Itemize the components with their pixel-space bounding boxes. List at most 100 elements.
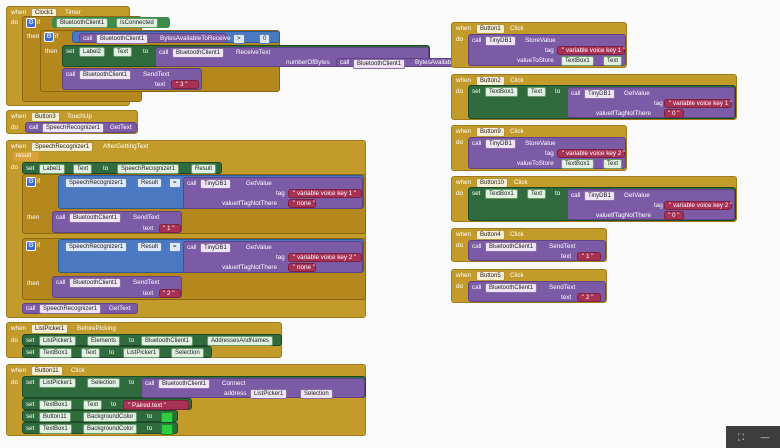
component-dropdown[interactable]: BluetoothClient1: [69, 213, 122, 223]
connect-call-block[interactable]: call BluetoothClient1 Connect address Li…: [141, 378, 365, 399]
call-block[interactable]: call BluetoothClient1 BytesAvailableToRe…: [79, 33, 231, 44]
property-dropdown[interactable]: Text: [603, 159, 623, 169]
text-string-block[interactable]: " none ": [288, 199, 316, 208]
component-dropdown[interactable]: SpeechRecognizer1: [65, 242, 128, 252]
component-dropdown[interactable]: TextBox1: [39, 424, 72, 434]
component-dropdown[interactable]: SpeechRecognizer1: [39, 304, 102, 314]
storevalue-call-block[interactable]: call TinyDB1 StoreValue tag " variable v…: [468, 137, 626, 169]
sendtext-call-block[interactable]: call BluetoothClient1 SendText text " 1 …: [52, 211, 182, 233]
component-dropdown[interactable]: SpeechRecognizer1: [65, 178, 128, 188]
gear-icon[interactable]: ⚙: [26, 177, 36, 187]
component-dropdown[interactable]: Button4: [476, 230, 505, 240]
property-dropdown[interactable]: IsConnected: [116, 18, 158, 28]
component-dropdown[interactable]: Button3: [31, 112, 60, 122]
component-dropdown[interactable]: TinyDB1: [485, 139, 516, 149]
component-dropdown[interactable]: TextBox1: [561, 56, 594, 66]
property-dropdown[interactable]: AddressesAndNames: [207, 336, 274, 346]
text-string-block[interactable]: " none ": [288, 263, 316, 272]
compare-block[interactable]: SpeechRecognizer1 Result = call TinyDB1 …: [58, 239, 364, 273]
button4-click-event-block[interactable]: when Button4 Click do call BluetoothClie…: [451, 228, 607, 262]
component-dropdown[interactable]: TextBox1: [39, 348, 72, 358]
number-value[interactable]: 0: [259, 34, 271, 44]
property-dropdown[interactable]: BackgroundColor: [83, 424, 138, 434]
set-label2-block[interactable]: set Label2 Text to call BluetoothClient1…: [62, 45, 516, 69]
component-dropdown[interactable]: BluetoothClient1: [353, 59, 406, 69]
property-dropdown[interactable]: Text: [113, 47, 133, 57]
component-dropdown[interactable]: SpeechRecognizer1: [31, 142, 94, 152]
property-dropdown[interactable]: Selection: [87, 378, 120, 388]
component-dropdown[interactable]: SpeechRecognizer1: [117, 164, 180, 174]
call-block[interactable]: call BluetoothClient1 ReceiveText number…: [155, 47, 516, 69]
set-listpicker-elements-block[interactable]: set ListPicker1 Elements to BluetoothCli…: [22, 334, 282, 346]
component-dropdown[interactable]: BluetoothClient1: [56, 18, 109, 28]
property-dropdown[interactable]: Text: [81, 348, 101, 358]
property-dropdown[interactable]: Text: [603, 56, 623, 66]
result-parameter[interactable]: result: [13, 152, 39, 161]
color-swatch[interactable]: [161, 424, 173, 435]
component-dropdown[interactable]: Label1: [39, 164, 66, 174]
set-listpicker-selection-block[interactable]: set ListPicker1 Selection to call Blueto…: [22, 376, 366, 399]
component-dropdown[interactable]: TinyDB1: [584, 89, 615, 99]
property-dropdown[interactable]: Selection: [300, 389, 333, 399]
component-dropdown[interactable]: Button11: [31, 366, 63, 376]
text-string-block[interactable]: " 1 ": [159, 224, 181, 233]
text-string-block[interactable]: " 2 ": [577, 293, 601, 302]
component-dropdown[interactable]: BluetoothClient1: [141, 336, 194, 346]
sendtext-call-block[interactable]: call BluetoothClient1 SendText text " 2 …: [468, 281, 606, 302]
property-dropdown[interactable]: Result: [137, 178, 163, 188]
text-string-block[interactable]: " 0 ": [664, 109, 684, 118]
component-dropdown[interactable]: Button11: [39, 412, 71, 422]
component-dropdown[interactable]: BluetoothClient1: [485, 283, 538, 293]
component-dropdown[interactable]: BluetoothClient1: [69, 278, 122, 288]
text-string-block[interactable]: " variable voice key 2 ": [664, 201, 732, 210]
compare-block[interactable]: call BluetoothClient1 BytesAvailableToRe…: [72, 31, 280, 44]
component-dropdown[interactable]: TextBox1: [561, 159, 594, 169]
fullscreen-icon[interactable]: ⛶: [737, 432, 745, 442]
component-dropdown[interactable]: Button5: [476, 271, 505, 281]
button3-touchup-event-block[interactable]: when Button3 TouchUp do call SpeechRecog…: [6, 110, 138, 134]
component-dropdown[interactable]: TextBox1: [485, 189, 518, 199]
component-dropdown[interactable]: BluetoothClient1: [485, 242, 538, 252]
set-textbox-text-block[interactable]: set TextBox1 Text to " Paired.text ": [22, 398, 192, 410]
text-string-block[interactable]: " 0 ": [664, 211, 684, 220]
set-textbox-bg-block[interactable]: set TextBox1 BackgroundColor to: [22, 422, 178, 435]
property-dropdown[interactable]: Text: [73, 164, 93, 174]
component-dropdown[interactable]: ListPicker1: [123, 348, 161, 358]
storevalue-call-block[interactable]: call TinyDB1 StoreValue tag " variable v…: [468, 34, 626, 66]
gear-icon[interactable]: ⚙: [26, 241, 36, 251]
gear-icon[interactable]: ⚙: [26, 18, 36, 28]
component-dropdown[interactable]: ListPicker1: [250, 389, 288, 399]
component-dropdown[interactable]: BluetoothClient1: [172, 48, 225, 58]
sendtext-call-block[interactable]: call BluetoothClient1 SendText text " 1 …: [468, 240, 606, 261]
text-string-block[interactable]: " variable voice key 1 ": [664, 99, 732, 108]
operator-dropdown[interactable]: =: [169, 178, 181, 188]
property-dropdown[interactable]: Result: [191, 164, 217, 174]
gear-icon[interactable]: ⚙: [44, 32, 54, 42]
component-dropdown[interactable]: TinyDB1: [200, 179, 231, 189]
text-string-block[interactable]: " variable voice key 1 ": [557, 46, 625, 55]
getvalue-call-block[interactable]: call TinyDB1 GetValue tag " variable voi…: [183, 177, 363, 209]
text-string-block[interactable]: " Paired.text ": [123, 400, 189, 410]
text-string-block[interactable]: " 3 ": [171, 80, 199, 89]
component-dropdown[interactable]: Button9: [476, 127, 505, 137]
set-textbox-text-block[interactable]: set TextBox1 Text to call TinyDB1 GetVal…: [468, 187, 736, 221]
operator-dropdown[interactable]: >: [233, 34, 245, 44]
component-dropdown[interactable]: TinyDB1: [485, 36, 516, 46]
component-dropdown[interactable]: TextBox1: [39, 400, 72, 410]
minimize-icon[interactable]: —: [760, 432, 770, 442]
text-string-block[interactable]: " variable voice key 1 ": [288, 189, 362, 198]
button5-click-event-block[interactable]: when Button5 Click do call BluetoothClie…: [451, 269, 607, 303]
set-textbox1-text-block[interactable]: set TextBox1 Text to ListPicker1 Selecti…: [22, 346, 212, 358]
gettext-call-block[interactable]: call SpeechRecognizer1 GetText: [22, 303, 138, 314]
component-dropdown[interactable]: BluetoothClient1: [79, 70, 132, 80]
property-dropdown[interactable]: Result: [137, 242, 163, 252]
operator-dropdown[interactable]: =: [169, 242, 181, 252]
call-block[interactable]: call SpeechRecognizer1 GetText: [25, 122, 137, 133]
component-dropdown[interactable]: ListPicker1: [39, 378, 77, 388]
property-dropdown[interactable]: Selection: [171, 348, 204, 358]
getter-block[interactable]: BluetoothClient1 IsConnected: [52, 17, 170, 28]
component-dropdown[interactable]: ListPicker1: [31, 324, 69, 334]
property-dropdown[interactable]: Text: [527, 87, 547, 97]
text-string-block[interactable]: " variable voice key 2 ": [288, 253, 362, 262]
